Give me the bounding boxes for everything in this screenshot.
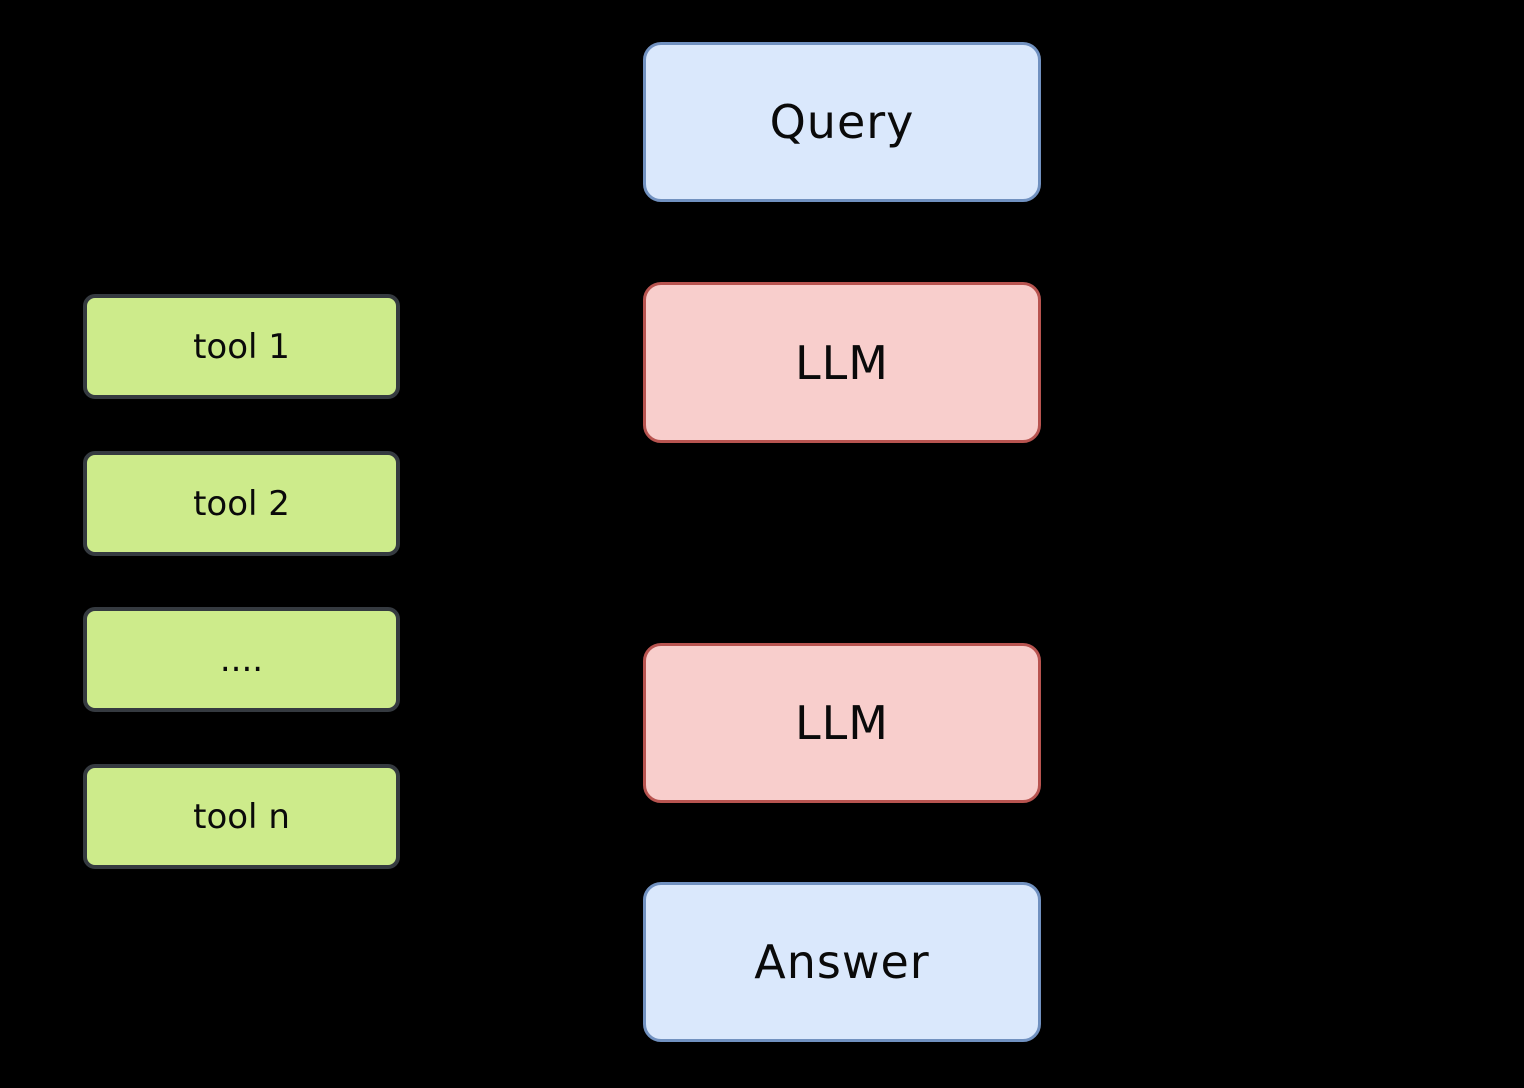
query-node: Query bbox=[643, 42, 1041, 202]
llm-node-top: LLM bbox=[643, 282, 1041, 443]
tool-ellipsis-node: .... bbox=[83, 607, 400, 712]
answer-node: Answer bbox=[643, 882, 1041, 1042]
tool-2-node: tool 2 bbox=[83, 451, 400, 556]
tool-n-node: tool n bbox=[83, 764, 400, 869]
tool-1-node-label: tool 1 bbox=[193, 326, 290, 367]
tool-2-node-label: tool 2 bbox=[193, 483, 290, 524]
tool-1-node: tool 1 bbox=[83, 294, 400, 399]
tool-ellipsis-node-label: .... bbox=[219, 639, 264, 680]
llm-node-top-label: LLM bbox=[795, 335, 889, 390]
tool-n-node-label: tool n bbox=[193, 796, 290, 837]
query-node-label: Query bbox=[769, 95, 915, 149]
answer-node-label: Answer bbox=[754, 935, 930, 989]
llm-node-bottom-label: LLM bbox=[795, 696, 889, 750]
llm-node-bottom: LLM bbox=[643, 643, 1041, 803]
